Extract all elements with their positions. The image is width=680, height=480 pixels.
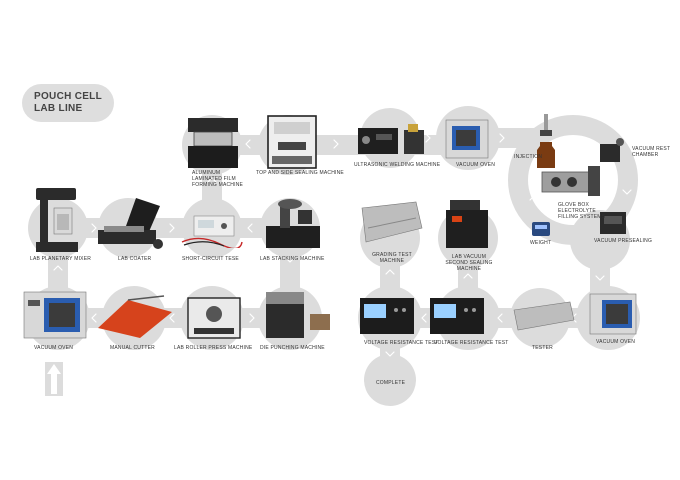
injection-icon [537, 114, 555, 168]
presealing-machine-icon [600, 212, 626, 234]
rest-chamber-icon [600, 138, 624, 162]
sealing-machine-icon [267, 115, 317, 169]
label-lab-roller-press-machine: LAB ROLLER PRESS MACHINE [174, 345, 253, 351]
label-voltage-resistance-test-1: VOLTAGE RESISTANCE TEST [364, 340, 439, 346]
label-vacuum-oven-top: VACUUM OVEN [456, 162, 496, 168]
vacuum-oven-icon [23, 291, 87, 339]
film-forming-machine-icon [188, 118, 238, 168]
title-line-2: LAB LINE [34, 103, 83, 114]
grading-tester-icon [361, 201, 423, 243]
title-line-1: POUCH CELL [34, 91, 102, 102]
vacuum-oven-icon [445, 119, 489, 159]
label-manual-cutter: MANUAL CUTTER [110, 345, 155, 351]
label-vacuum-oven-left: VACUUM OVEN [34, 345, 74, 351]
label-glove-box-electrolyte-filling-systems: GLOVE BOX ELECTROLYTE FILLING SYSTEMS [558, 202, 606, 220]
label-top-and-side-sealing-machine: TOP AND SIDE SEALING MACHINE [256, 170, 344, 176]
label-voltage-resistance-test-2: VOLTAGE RESISTANCE TEST [434, 340, 509, 346]
label-short-circuit-tese: SHORT-CIRCUIT TESE [182, 256, 239, 262]
voltage-tester-icon [360, 298, 414, 334]
glove-box-icon [541, 166, 600, 196]
coater-icon [98, 198, 163, 249]
vacuum-oven-icon [589, 293, 637, 335]
label-aluminum-laminated-film-forming-machine: ALUMINUM LAMINATED FILM FORMING MACHINE [192, 170, 244, 188]
ultrasonic-welder-icon [358, 124, 424, 154]
scale-icon [532, 222, 550, 236]
battery-tester-icon [513, 301, 575, 331]
cutter-icon [98, 295, 172, 338]
label-die-punching-machine: DIE PUNCHING MACHINE [260, 345, 325, 351]
stacking-machine-icon [266, 199, 320, 248]
second-sealing-machine-icon [446, 200, 488, 248]
label-lab-planetary-mixer: LAB PLANETARY MIXER [30, 256, 92, 262]
label-injection: INJECTION [514, 154, 543, 160]
label-complete: COMPLETE [376, 380, 406, 386]
roller-press-icon [187, 297, 241, 339]
label-lab-coater: LAB COATER [118, 256, 152, 262]
label-ultrasonic-welding-machine: ULTRASONIC WELDING MACHINE [354, 162, 441, 168]
label-lab-vacuum-second-sealing-machine: LAB VACUUM SECOND SEALING MACHINE [445, 254, 493, 272]
label-lab-stacking-machine: LAB STACKING MACHINE [260, 256, 325, 262]
label-vacuum-presealing: VACUUM PRESEALING [594, 238, 653, 244]
die-punch-icon [266, 292, 330, 338]
label-grading-test-machine: GRADING TEST MACHINE [372, 252, 412, 264]
label-tester: TESTER [532, 345, 553, 351]
start-arrow-icon [47, 364, 61, 394]
label-weight: WEIGHT [530, 240, 552, 246]
label-vacuum-rest-chamber: VACUUM REST CHAMBER [632, 146, 671, 158]
voltage-tester-icon [430, 298, 484, 334]
short-circuit-tester-icon [181, 215, 243, 248]
title-badge: POUCH CELL LAB LINE [22, 84, 114, 122]
mixer-icon [36, 188, 78, 252]
label-vacuum-oven-right: VACUUM OVEN [596, 339, 636, 345]
